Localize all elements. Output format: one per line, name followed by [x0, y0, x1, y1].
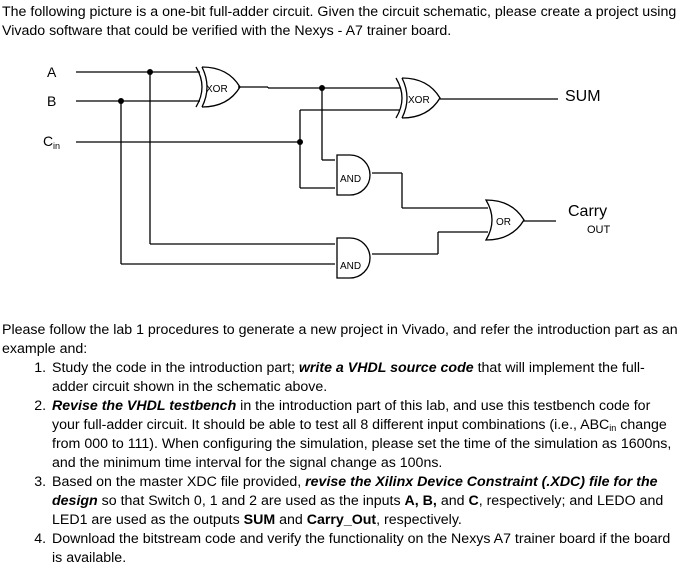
step-item: Download the bitstream code and verify t… [50, 530, 678, 568]
step-bold: A, B, [404, 493, 437, 509]
input-cin-subscript: in [53, 141, 60, 151]
lead-paragraph: Please follow the lab 1 procedures to ge… [2, 322, 678, 357]
and2-label: AND [340, 261, 361, 272]
step-text: and [436, 493, 469, 509]
or-label: OR [496, 217, 511, 228]
step-text: Study the code in the introduction part; [52, 360, 299, 376]
step-item: Based on the master XDC file provided, r… [50, 473, 678, 530]
step-item: Revise the VHDL testbench in the introdu… [50, 397, 678, 473]
step-text: Based on the master XDC file provided, [52, 474, 306, 490]
step-subscript: in [609, 423, 617, 433]
or-gate [484, 199, 525, 241]
step-text: , respectively; and LEDO and LED1 are us… [52, 493, 664, 528]
intro-paragraph: The following picture is a one-bit full-… [2, 4, 677, 39]
input-b-label: B [47, 93, 56, 109]
xor-gate-1 [195, 66, 241, 108]
step-item: Study the code in the introduction part;… [50, 359, 678, 397]
step-bold: Carry_Out [306, 512, 377, 528]
xor1-label: XOR [206, 84, 228, 95]
step-text: in the introduction part of this lab, an… [52, 398, 651, 433]
input-cin-label: C [43, 133, 53, 149]
instructions: Please follow the lab 1 procedures to ge… [2, 321, 678, 568]
and-gate-1 [336, 154, 371, 196]
and1-label: AND [340, 174, 361, 185]
xor2-label: XOR [408, 95, 430, 106]
xor-gate-2 [395, 77, 441, 119]
step-emphasis: revise the Xilinx Device Constraint (.XD… [52, 474, 658, 509]
step-bold: C [468, 493, 479, 509]
step-emphasis: write a VHDL source code [298, 360, 474, 376]
step-bold: SUM [243, 512, 276, 528]
step-text: change from 000 to 111). When configurin… [52, 417, 672, 471]
step-text: and [275, 512, 307, 528]
carry-output-label: Carry [568, 203, 607, 220]
step-emphasis: Revise the VHDL testbench [52, 398, 237, 414]
full-adder-schematic: A B C in XOR XOR AND AND OR SUM Carry OU… [43, 64, 611, 279]
step-text: so that Switch 0, 1 and 2 are used as th… [97, 493, 405, 509]
step-list: Study the code in the introduction part;… [2, 359, 678, 568]
step-text: Download the bitstream code and verify t… [52, 531, 671, 566]
sum-output-label: SUM [565, 88, 601, 105]
input-a-label: A [47, 64, 57, 80]
carry-output-sublabel: OUT [587, 224, 611, 236]
step-text: that will implement the full-adder circu… [52, 360, 645, 395]
and-gate-2 [336, 237, 371, 279]
step-text: , respectively. [376, 512, 462, 528]
